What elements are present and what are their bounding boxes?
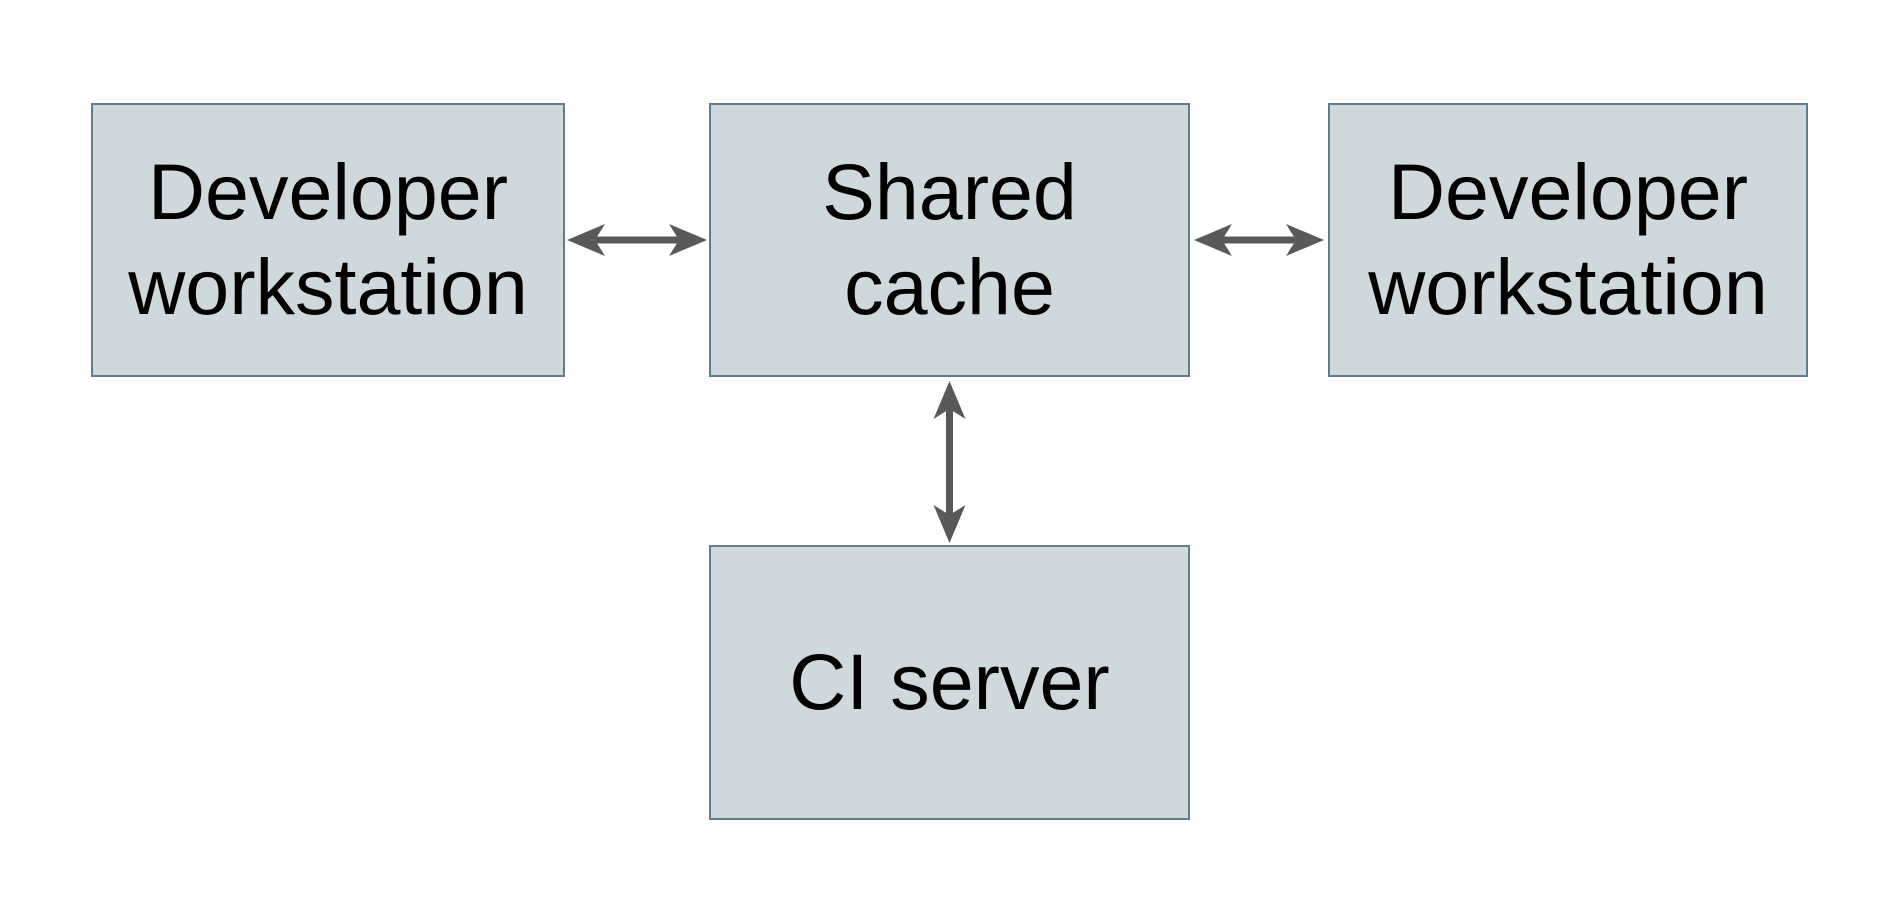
node-shared-cache: Shared cache: [709, 103, 1190, 377]
node-developer-workstation-left: Developer workstation: [91, 103, 565, 377]
node-developer-workstation-right: Developer workstation: [1328, 103, 1808, 377]
node-label: Developer workstation: [1368, 147, 1768, 331]
node-label: Developer workstation: [128, 147, 528, 331]
node-label: CI server: [789, 637, 1110, 727]
node-label: Shared cache: [822, 147, 1077, 331]
node-ci-server: CI server: [709, 545, 1190, 820]
